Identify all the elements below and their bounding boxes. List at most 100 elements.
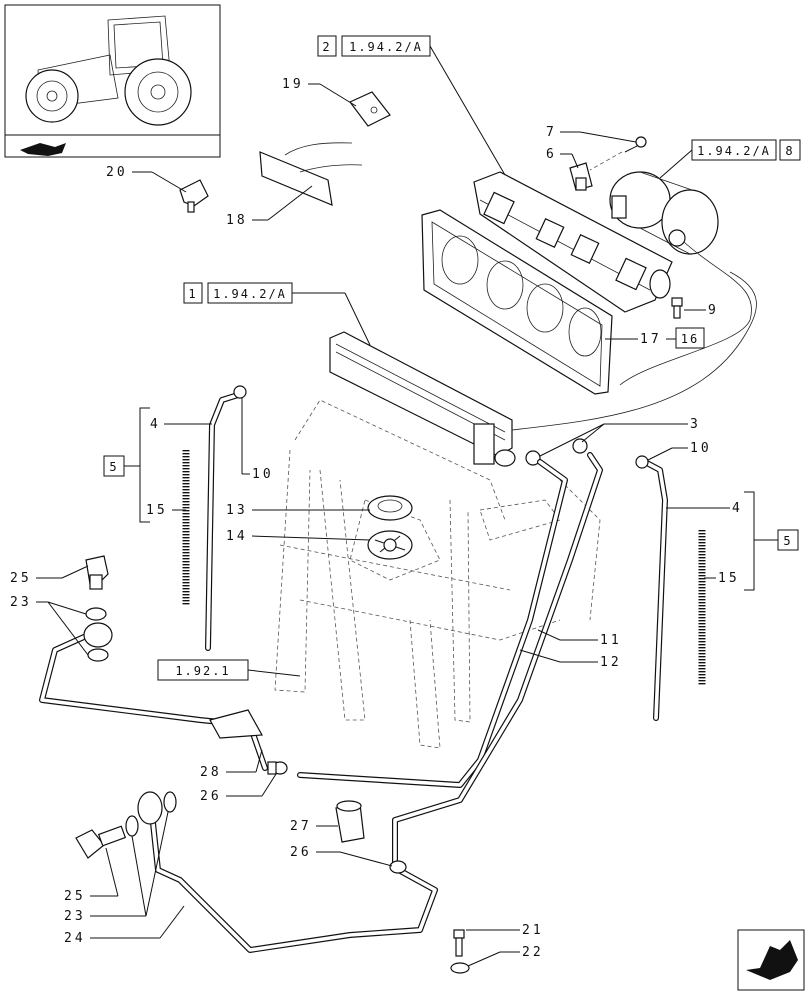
label-18: 18 [226, 213, 248, 228]
screw-21 [453, 929, 465, 957]
washer-23-lower [125, 791, 177, 837]
label-4-left: 4 [150, 417, 161, 432]
hose-4-right [635, 455, 668, 721]
blower-motor [609, 171, 752, 386]
valve-14 [367, 530, 413, 560]
callout-15-left: 15 [146, 503, 186, 518]
exit-arrow-icon[interactable] [737, 929, 805, 991]
pad-19 [349, 91, 391, 127]
label-19: 19 [282, 77, 304, 92]
ref-box-2-num: 2 [322, 40, 331, 54]
label-14: 14 [226, 529, 248, 544]
pipe-upper-left [39, 629, 268, 771]
callout-17: 17 [605, 332, 676, 347]
ref-box-5-left[interactable]: 5 [103, 407, 150, 523]
label-22: 22 [522, 945, 544, 960]
label-25-upper: 25 [10, 571, 32, 586]
callout-10-left: 10 [241, 398, 274, 482]
clamp-26-lower [389, 860, 407, 874]
hose-4-left [205, 385, 247, 651]
ref-box-2[interactable]: 2 1.94.2/A [317, 35, 506, 176]
label-4-right: 4 [732, 501, 743, 516]
bolt-25-upper [85, 555, 109, 590]
ref-box-1[interactable]: 1 1.94.2/A [183, 282, 371, 346]
callout-4-right: 4 [666, 501, 743, 516]
callout-19: 19 [282, 77, 357, 107]
callout-18: 18 [226, 185, 313, 228]
callout-14: 14 [226, 529, 371, 544]
ref-box-16-num: 16 [681, 332, 699, 346]
label-10-right: 10 [690, 441, 712, 456]
clamp-26-upper [267, 761, 288, 775]
callout-11: 11 [537, 629, 622, 648]
callout-25-lower: 25 [64, 847, 119, 904]
label-17: 17 [640, 332, 662, 347]
callout-24: 24 [64, 905, 185, 946]
label-7: 7 [546, 125, 557, 140]
label-6: 6 [546, 147, 557, 162]
label-11: 11 [600, 633, 622, 648]
callout-22: 22 [467, 945, 544, 967]
ref-box-5-right[interactable]: 5 [744, 491, 799, 591]
label-23-lower: 23 [64, 909, 86, 924]
callout-12: 12 [519, 649, 622, 670]
callout-25-upper: 25 [10, 565, 89, 586]
washer-22 [450, 962, 470, 974]
callout-15-right: 15 [704, 571, 740, 586]
callout-23-lower: 23 [64, 811, 169, 924]
ref-box-5-right-num: 5 [783, 534, 792, 548]
label-12: 12 [600, 655, 622, 670]
label-26-lower: 26 [290, 845, 312, 860]
callout-6: 6 [546, 147, 579, 169]
label-15-left: 15 [146, 503, 168, 518]
callout-7: 7 [546, 125, 637, 143]
pipe-11 [297, 459, 568, 788]
callout-10-right: 10 [647, 441, 712, 461]
ref-box-2-code: 1.94.2/A [349, 40, 423, 54]
book-icon[interactable] [12, 138, 72, 156]
callout-23-upper: 23 [10, 595, 89, 656]
heater-fan-assembly [473, 171, 673, 313]
callout-28: 28 [200, 749, 263, 780]
ref-box-8[interactable]: 1.94.2/A 8 [659, 139, 801, 179]
label-21: 21 [522, 923, 544, 938]
label-15-right: 15 [718, 571, 740, 586]
callout-21: 21 [466, 923, 544, 938]
ref-box-1-92-1-code: 1.92.1 [175, 664, 230, 678]
label-24: 24 [64, 931, 86, 946]
label-27: 27 [290, 819, 312, 834]
callout-4-left: 4 [150, 417, 212, 432]
label-10-left: 10 [252, 467, 274, 482]
label-25-lower: 25 [64, 889, 86, 904]
ref-box-8-code: 1.94.2/A [697, 144, 771, 158]
label-3: 3 [690, 417, 701, 432]
clamp-3 [525, 438, 588, 466]
callout-9: 9 [684, 303, 719, 318]
cab-frame [274, 399, 601, 749]
screw-7 [589, 136, 647, 171]
label-13: 13 [226, 503, 248, 518]
label-26-upper: 26 [200, 789, 222, 804]
washer-23-upper [83, 607, 113, 662]
screw-9 [671, 297, 683, 319]
cap-27 [335, 800, 365, 843]
label-9: 9 [708, 303, 719, 318]
bolt-25-lower [75, 825, 127, 859]
ref-box-1-num: 1 [188, 287, 197, 301]
ref-box-16[interactable]: 16 [675, 327, 705, 349]
ref-box-1-92-1[interactable]: 1.92.1 [157, 659, 301, 681]
heat-exchanger [329, 271, 757, 467]
pipe-24 [147, 792, 438, 953]
knob-20 [179, 179, 209, 213]
bracket-18 [259, 142, 363, 206]
ref-box-5-left-num: 5 [109, 460, 118, 474]
tractor-thumbnail [4, 4, 221, 158]
label-28: 28 [200, 765, 222, 780]
callout-26-lower: 26 [290, 845, 393, 867]
connector-6 [569, 162, 593, 191]
ring-13 [367, 495, 413, 521]
callout-20: 20 [106, 165, 187, 193]
callout-27: 27 [290, 819, 338, 834]
pipe-12 [392, 452, 603, 871]
